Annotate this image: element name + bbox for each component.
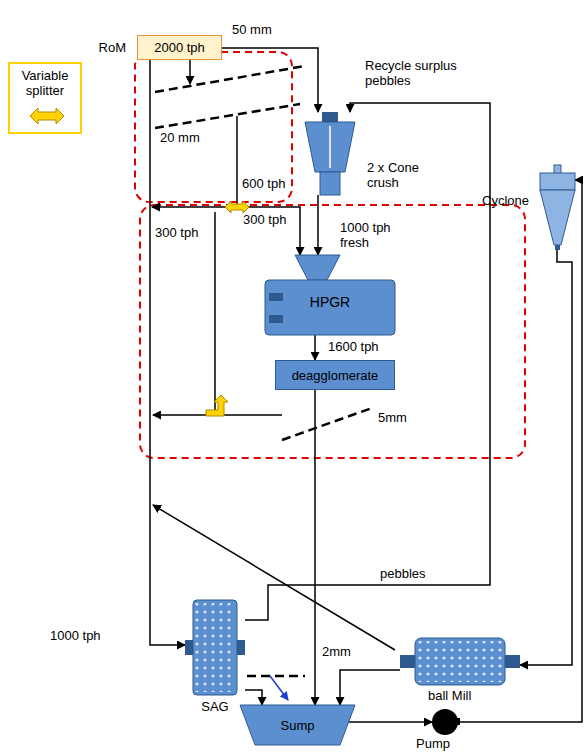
splitter-symbol (206, 201, 249, 416)
sump-tank: Sump (240, 705, 355, 745)
feed-box: RoM2000 tph (137, 35, 222, 60)
flow-connector (349, 721, 432, 723)
flow-label: 1000 tph fresh (340, 220, 402, 250)
cone-crusher: 2 x Cone crush (300, 112, 360, 195)
flow-label: Recycle surplus pebbles (365, 58, 460, 88)
deagglomerator-box: deagglomerate (275, 360, 395, 390)
node-label: Sump (281, 718, 315, 733)
flow-connector (314, 390, 316, 705)
flow-label: pebbles (380, 566, 426, 581)
flow-label: 300 tph (243, 212, 286, 227)
node-label: Pump (416, 736, 450, 751)
flow-connector (150, 60, 185, 645)
node-label: deagglomerate (292, 368, 379, 383)
flow-label: 1600 tph (328, 339, 379, 354)
hpgr-press: HPGR (265, 255, 395, 335)
flow-connector (222, 48, 318, 112)
hydrocyclone: Cyclone (540, 165, 575, 250)
node-label: 2000 tph (154, 40, 205, 55)
flow-label: 20 mm (160, 130, 200, 145)
flow-connector (340, 670, 400, 705)
splitter-legend-box: Variable splitter (8, 62, 82, 134)
flow-lines (152, 60, 395, 700)
flow-connector (520, 250, 572, 665)
flow-label: 2mm (322, 644, 351, 659)
sag-mill-shape (185, 600, 245, 695)
node-label: SAG (185, 699, 245, 714)
node-label: Cyclone (482, 193, 529, 208)
flow-label: 600 tph (242, 176, 285, 191)
pump: Pump (432, 709, 458, 735)
node-label: HPGR (310, 295, 350, 310)
flow-connector (245, 690, 262, 705)
hydrocyclone-shape (540, 165, 575, 250)
circuit-regions (135, 52, 525, 458)
node-label: Variable splitter (11, 68, 79, 98)
flow-label: 50 mm (232, 22, 272, 37)
flow-label: 5mm (378, 410, 407, 425)
flow-connector (317, 195, 319, 255)
ball-mill: ball Mill (400, 638, 520, 685)
cone-crusher-shape (300, 112, 360, 195)
flow-connector (314, 335, 316, 360)
pump-shape (432, 709, 458, 735)
flow-label: 300 tph (155, 225, 198, 240)
sag-mill: SAG (185, 600, 245, 695)
flow-label: 1000 tph (50, 628, 101, 643)
node-label: RoM (76, 40, 126, 55)
ball-mill-shape (400, 638, 520, 685)
node-label: 2 x Cone crush (367, 160, 439, 190)
node-label: ball Mill (428, 688, 471, 703)
